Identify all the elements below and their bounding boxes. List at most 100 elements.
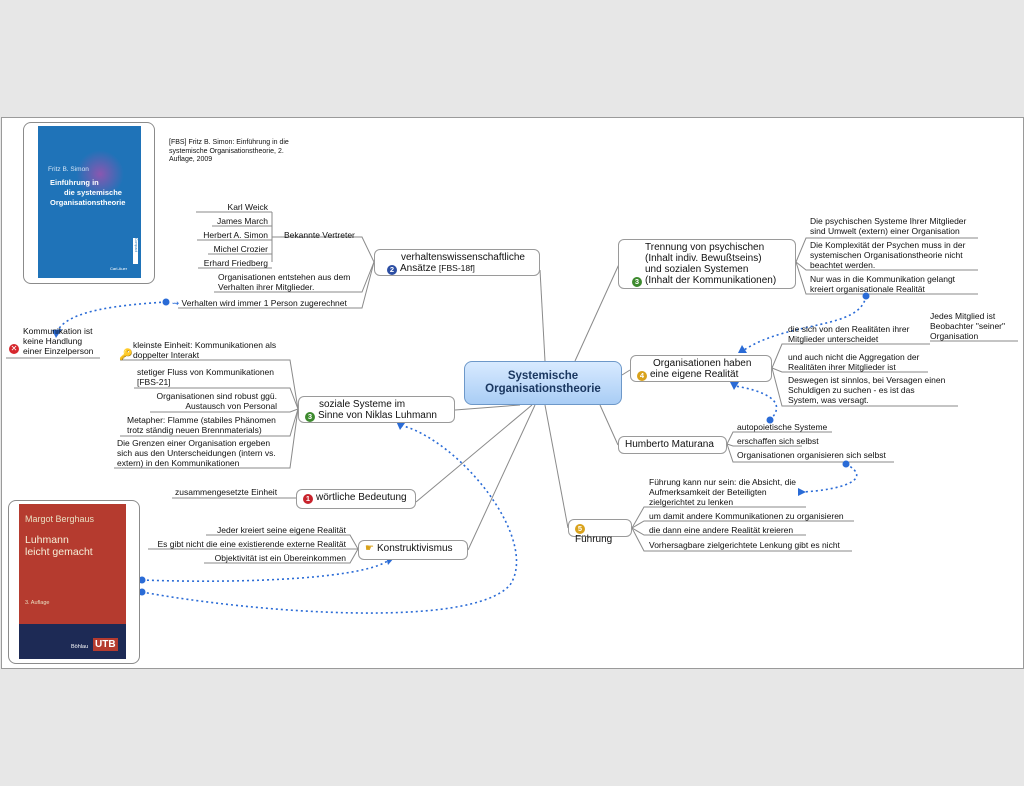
fuehrung-child-4[interactable]: Vorhersagbare zielgerichtete Lenkung gib… (649, 540, 840, 550)
realitaet-beobachter[interactable]: Jedes Mitglied ist Beobachter "seiner" O… (930, 311, 1005, 341)
realitaet-child-3-line1: Deswegen ist sinnlos, bei Versagen einen (788, 375, 946, 385)
trennung-child-2[interactable]: Die Komplexität der Psychen muss in der … (810, 240, 965, 270)
cover2-publisher: Böhlau (71, 644, 89, 650)
soziale-flamme[interactable]: Metapher: Flamme (stabiles Phänomen trot… (127, 415, 276, 435)
vertreter-herbert-simon[interactable]: Herbert A. Simon (203, 230, 268, 240)
priority-1-icon: 1 (303, 494, 313, 504)
fuehrung-child-1-line3: zielgerichtet zu lenken (649, 497, 734, 507)
trennung-child-2-line1: Die Komplexität der Psychen muss in der (810, 240, 966, 250)
soziale-grenzen-line2: sich aus den Unterscheidungen (intern vs… (117, 448, 276, 458)
topic-trennung[interactable]: Trennung von psychischen (Inhalt indiv. … (618, 239, 796, 289)
kommunikation-note[interactable]: Kommunikation ist keine Handlung einer E… (23, 326, 93, 356)
vertreter-michel-crozier[interactable]: Michel Crozier (213, 244, 268, 254)
vertreter-karl-weick[interactable]: Karl Weick (227, 202, 268, 212)
fuehrung-child-1[interactable]: Führung kann nur sein: die Absicht, die … (649, 477, 796, 507)
realitaet-child-3[interactable]: Deswegen ist sinnlos, bei Versagen einen… (788, 375, 945, 405)
verhalten-person[interactable]: ⇝ Verhalten wird immer 1 Person zugerech… (172, 298, 347, 308)
fuehrung-child-3[interactable]: die dann eine andere Realität kreieren (649, 525, 794, 535)
book-cover-simon: Fritz B. Simon Einführung in die systemi… (38, 126, 141, 278)
soziale-kleinste-line2: doppelter Interakt (133, 350, 200, 360)
verhalten-line1: verhaltenswissenschaftliche (401, 252, 525, 263)
realitaet-beobachter-line3: Organisation (930, 331, 979, 341)
priority-3-icon: 3 (305, 412, 315, 422)
soziale-kleinste-line1: kleinste Einheit: Kommunikationen als (133, 340, 277, 350)
priority-5-icon: 5 (575, 524, 585, 534)
trennung-line2: (Inhalt indiv. Bewußtseins) (645, 253, 762, 264)
kommunikation-line2: keine Handlung (23, 336, 83, 346)
soziale-line2: Sinne von Niklas Luhmann (318, 410, 437, 421)
trennung-line4: (Inhalt der Kommunikationen) (645, 275, 777, 286)
konstruktivismus-child-2[interactable]: Es gibt nicht die eine existierende exte… (157, 539, 346, 549)
realitaet-child-3-line3: System, was versagt. (788, 395, 869, 405)
verhalten-organisationen[interactable]: Organisationen entstehen aus dem Verhalt… (218, 272, 350, 292)
maturana-child-3[interactable]: Organisationen organisieren sich selbst (737, 450, 886, 460)
trennung-child-1-line1: Die psychischen Systeme Ihrer Mitglieder (810, 216, 967, 226)
realitaet-child-2-line2: Realitäten ihrer Mitglieder ist (788, 362, 896, 372)
relationship-icon: ⇝ (172, 298, 180, 308)
realitaet-child-1-line2: Mitglieder unterscheidet (788, 334, 879, 344)
verhalten-organisationen-line2: Verhalten ihrer Mitglieder. (218, 282, 315, 292)
realitaet-child-3-line2: Schuldigen zu suchen - es ist das (788, 385, 915, 395)
topic-konstruktivismus[interactable]: ☛Konstruktivismus (358, 540, 468, 560)
verhalten-ref: [FBS-18f] (438, 263, 475, 273)
fuehrung-child-1-line1: Führung kann nur sein: die Absicht, die (649, 477, 796, 487)
utb-logo: UTB (93, 638, 118, 651)
relation-arrow-maturana (734, 385, 778, 421)
hand-icon: ☛ (365, 543, 374, 554)
link-trennung (574, 261, 621, 362)
konstruktivismus-child-1[interactable]: Jeder kreiert seine eigene Realität (217, 525, 346, 535)
priority-3-icon-trennung: 3 (632, 277, 642, 287)
realitaet-child-1[interactable]: die sich von den Realitäten ihrer Mitgli… (788, 324, 909, 344)
soziale-kleinste[interactable]: kleinste Einheit: Kommunikationen als do… (133, 340, 276, 360)
trennung-child-1-line2: sind Umwelt (extern) einer Organisation (810, 226, 960, 236)
trennung-child-2-line3: beachtet werden. (810, 260, 876, 270)
maturana-child-1[interactable]: autopoietische Systeme (737, 422, 828, 432)
soziale-robust-line2: Austausch von Personal (185, 401, 277, 411)
maturana-label: Humberto Maturana (625, 439, 714, 450)
topic-maturana[interactable]: Humberto Maturana (618, 436, 727, 454)
soziale-flamme-line1: Metapher: Flamme (stabiles Phänomen (127, 415, 276, 425)
vertreter-erhard-friedberg[interactable]: Erhard Friedberg (203, 258, 268, 268)
kommunikation-line1: Kommunikation ist (23, 326, 93, 336)
relation-arrow-book2-soziale (141, 424, 518, 614)
soziale-fluss[interactable]: stetiger Fluss von Kommunikationen [FBS-… (137, 367, 274, 387)
soziale-robust-line1: Organisationen sind robust ggü. (156, 391, 278, 401)
cover2-author: Margot Berghaus (25, 514, 95, 524)
link-maturana (599, 404, 619, 446)
central-topic[interactable]: Systemische Organisationstheorie (464, 361, 622, 405)
woertlich-child[interactable]: zusammengesetzte Einheit (175, 487, 278, 497)
vertreter-james-march[interactable]: James March (216, 216, 268, 226)
maturana-child-2[interactable]: erschaffen sich selbst (737, 436, 819, 446)
trennung-child-3[interactable]: Nur was in die Kommunikation gelangt kre… (810, 274, 955, 294)
soziale-grenzen[interactable]: Die Grenzen einer Organisation ergeben s… (117, 438, 276, 468)
book-cover-berghaus: Margot Berghaus Luhmann leicht gemacht 3… (19, 504, 126, 659)
soziale-fluss-line2: [FBS-21] (137, 377, 171, 387)
realitaet-child-2[interactable]: und auch nicht die Aggregation der Reali… (788, 352, 919, 372)
relation-arrow-realitaet (743, 295, 867, 351)
cover2-title-line2: leicht gemacht (25, 546, 93, 558)
citation-note: [FBS] Fritz B. Simon: Einführung in die … (169, 139, 289, 163)
verhalten-person-text: Verhalten wird immer 1 Person zugerechne… (181, 298, 347, 308)
relation-arrow-book2-konstruktivismus (141, 558, 391, 582)
cover-title-line1: Einführung in (50, 178, 99, 187)
bekannte-vertreter-label[interactable]: Bekannte Vertreter (284, 230, 355, 240)
realitaet-beobachter-line2: Beobachter "seiner" (930, 321, 1006, 331)
relation-arrow-fuehrung (801, 463, 858, 493)
soziale-fluss-line1: stetiger Fluss von Kommunikationen (137, 367, 275, 377)
soziale-robust[interactable]: Organisationen sind robust ggü. Austausc… (140, 391, 278, 411)
key-icon: 🔑 (119, 349, 133, 361)
link-verhalten (539, 269, 546, 362)
realitaet-child-1-line1: die sich von den Realitäten ihrer (788, 324, 910, 334)
topic-fuehrung[interactable]: 5Führung (568, 519, 632, 545)
cover-publisher: Carl-Auer (110, 266, 128, 271)
trennung-child-1[interactable]: Die psychischen Systeme Ihrer Mitglieder… (810, 216, 966, 236)
fuehrung-child-2[interactable]: um damit andere Kommunikationen zu organ… (649, 511, 844, 521)
konstruktivismus-label: Konstruktivismus (376, 543, 453, 554)
relation-arrow-kommunikation (57, 301, 167, 331)
soziale-line1: soziale Systeme im (319, 399, 406, 410)
konstruktivismus-child-3[interactable]: Objektivität ist ein Übereinkommen (214, 553, 346, 563)
